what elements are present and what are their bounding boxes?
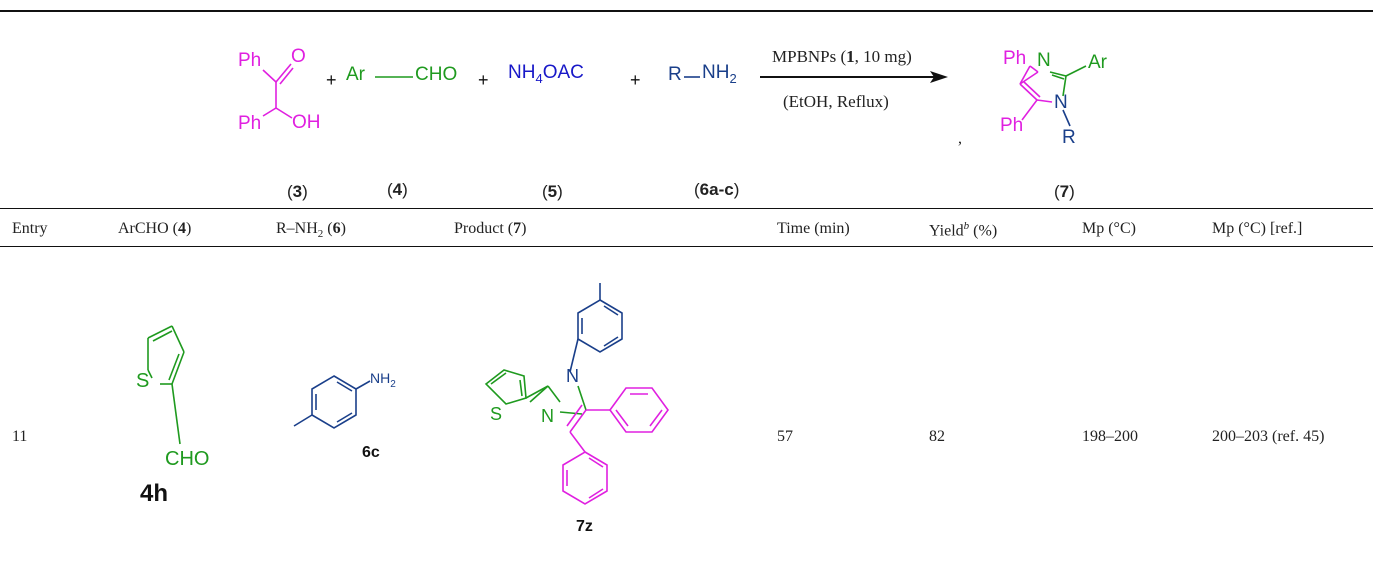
amine-r: R <box>668 64 682 85</box>
benzoin-hydroxyl: OH <box>292 112 321 133</box>
aldehyde-sulfur: S <box>136 370 150 392</box>
aldehyde-bond <box>375 76 413 78</box>
product-r: R <box>1062 127 1076 148</box>
header-amine: R–NH2 (6) <box>276 220 346 241</box>
benzoin-ph-bottom: Ph <box>238 113 262 134</box>
benzoin-bonds <box>262 63 294 119</box>
cell-yield: 82 <box>929 428 945 445</box>
header-yield: Yieldb (%) <box>929 220 998 240</box>
product-7z-structure <box>484 283 669 505</box>
header-time: Time (min) <box>777 220 850 237</box>
top-rule <box>0 10 1373 12</box>
label-3: (3) <box>287 182 308 201</box>
product-ph-top: Ph <box>1003 48 1027 69</box>
imidazole-ring <box>1019 65 1087 127</box>
product-sulfur: S <box>490 404 503 424</box>
header-entry: Entry <box>12 220 48 237</box>
product-n1-label: N <box>566 366 579 386</box>
thiophene-aldehyde-structure <box>147 325 185 445</box>
aldehyde-ar: Ar <box>346 64 365 85</box>
cell-mp-ref: 200–203 (ref. 45) <box>1212 428 1325 445</box>
toluidine-nh2: NH2 <box>370 370 396 390</box>
plus-sign: + <box>630 70 641 90</box>
cell-mp: 198–200 <box>1082 428 1138 445</box>
label-6a-c: (6a-c) <box>694 180 740 199</box>
header-bottom-rule <box>0 246 1373 247</box>
aldehyde-cho: CHO <box>415 64 458 85</box>
compound-6c: 6c <box>362 444 380 461</box>
header-top-rule <box>0 208 1373 209</box>
product-n3: N <box>1037 50 1051 71</box>
cell-time: 57 <box>777 428 793 445</box>
header-product: Product (7) <box>454 220 527 237</box>
benzoin-oxygen: O <box>291 46 306 67</box>
scheme-comma: , <box>958 130 962 147</box>
label-5: (5) <box>542 182 563 201</box>
label-7: (7) <box>1054 182 1075 201</box>
compound-4h: 4h <box>140 480 169 507</box>
plus-sign: + <box>478 70 489 90</box>
product-n3-label: N <box>541 406 554 426</box>
product-ph-bottom: Ph <box>1000 115 1024 136</box>
header-mp-ref: Mp (°C) [ref.] <box>1212 220 1303 237</box>
product-n1: N <box>1054 92 1068 113</box>
reaction-arrow <box>760 71 948 83</box>
benzoin-ph-top: Ph <box>238 50 262 71</box>
cell-entry: 11 <box>12 428 28 445</box>
toluidine-structure <box>293 375 371 429</box>
amine-nh2: NH2 <box>702 62 737 86</box>
amine-bond <box>684 76 700 78</box>
product-ar: Ar <box>1088 52 1107 73</box>
ammonium-acetate: NH4OAC <box>508 62 584 86</box>
aldehyde-cho-group: CHO <box>165 448 210 470</box>
label-4: (4) <box>387 180 408 199</box>
plus-sign: + <box>326 70 337 90</box>
compound-7z: 7z <box>576 518 593 535</box>
header-mp: Mp (°C) <box>1082 220 1136 237</box>
header-archo: ArCHO (4) <box>118 220 192 237</box>
reaction-conditions: (EtOH, Reflux) <box>783 92 889 111</box>
reaction-catalyst: MPBNPs (1, 10 mg) <box>772 47 912 66</box>
